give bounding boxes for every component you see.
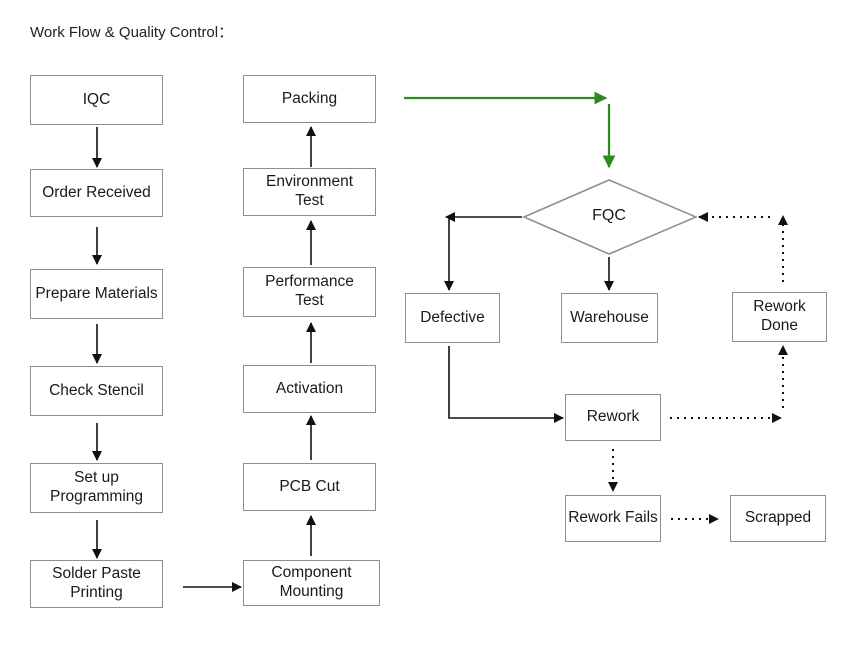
node-iqc: IQC [30,75,163,125]
diagram-title: Work Flow & Quality Control： [30,24,234,41]
node-set-up-programming: Set up Programming [30,463,163,513]
fqc-diamond [522,179,698,255]
node-packing: Packing [243,75,376,123]
node-rework-done: Rework Done [732,292,827,342]
node-prepare-materials: Prepare Materials [30,269,163,319]
node-rework: Rework [565,394,661,441]
node-pcb-cut: PCB Cut [243,463,376,511]
node-check-stencil: Check Stencil [30,366,163,416]
node-environment-test: Environment Test [243,168,376,216]
node-performance-test: Performance Test [243,267,376,317]
arrow-defective-to-rework [448,346,564,423]
node-scrapped: Scrapped [730,495,826,542]
node-rework-fails: Rework Fails [565,495,661,542]
node-component-mounting: Component Mounting [243,560,380,606]
node-warehouse: Warehouse [561,293,658,343]
fqc-label: FQC [592,207,626,224]
node-activation: Activation [243,365,376,413]
node-order-received: Order Received [30,169,163,217]
node-defective: Defective [405,293,500,343]
node-solder-paste-printing: Solder Paste Printing [30,560,163,608]
